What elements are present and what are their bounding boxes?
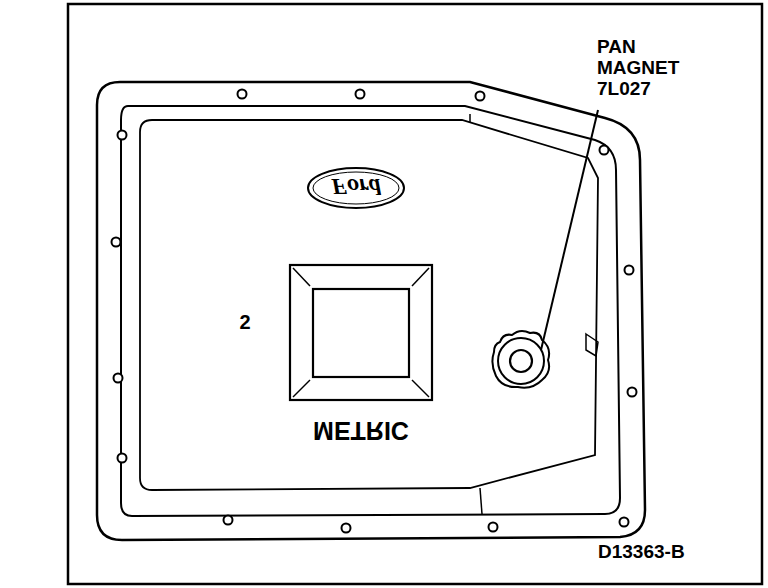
bolt-holes: [112, 90, 637, 533]
pan-notch: [586, 334, 598, 356]
pan-floor: [140, 120, 598, 490]
cast-text: METRIC: [290, 416, 432, 446]
pan-edge: [480, 488, 482, 514]
boss-corner-lines: [293, 268, 429, 397]
leader-line: [541, 110, 598, 350]
part-name: PAN MAGNET 7L027: [597, 36, 701, 99]
square-boss-inner: [313, 289, 409, 377]
square-boss-outer: [290, 265, 432, 400]
figure-frame: [68, 4, 762, 584]
cast-number: 2: [235, 310, 255, 334]
pan-flange-inner: [121, 106, 620, 516]
logo-oval: [308, 168, 404, 208]
pan-flange-outer: [97, 82, 645, 540]
figure-number: D13363-B: [598, 540, 748, 564]
pan-edge: [469, 114, 471, 122]
logo-text: Ford: [311, 172, 401, 202]
pan-magnet-symbol: [492, 331, 549, 388]
